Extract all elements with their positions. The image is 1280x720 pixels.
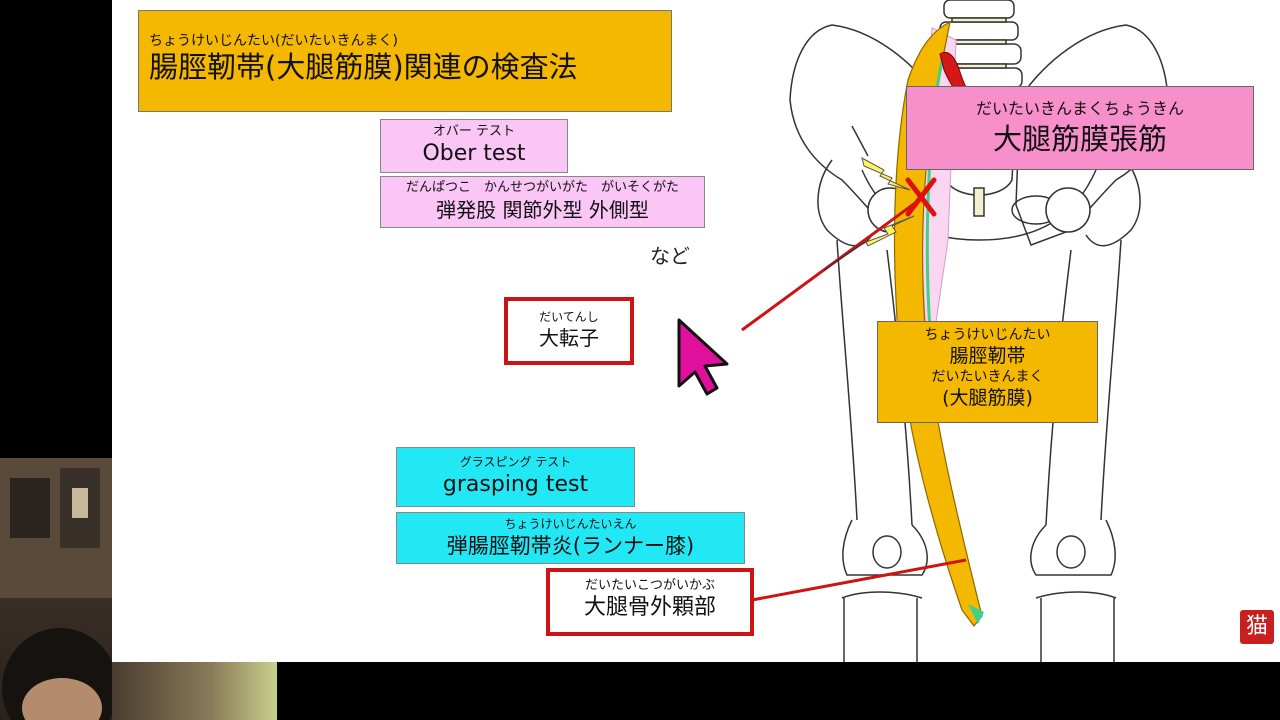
itb-label: 腸脛靭帯 [949,345,1026,367]
slide: ちょうけいじんたい(だいたいきんまく) 腸脛靭帯(大腿筋膜)関連の検査法 オバー… [112,0,1280,662]
snapping-hip-label: 弾発股 関節外型 外側型 [436,198,649,222]
lateral-condyle-ruby: だいたいこつがいかぶ [584,578,715,593]
ober-test-box: オバー テスト Ober test [380,119,568,173]
ober-test-ruby: オバー テスト [432,124,516,139]
pointer-cursor-icon [677,318,729,396]
itb-label-box: ちょうけいじんたい 腸脛靭帯 だいたいきんまく (大腿筋膜) [877,321,1098,423]
itb-insertion [968,604,984,624]
itb-ruby: ちょうけいじんたい [924,327,1051,343]
condyle-pointer-line [751,558,967,602]
lateral-condyle-box: だいたいこつがいかぶ 大腿骨外顆部 [546,568,754,636]
right-femur [1030,159,1141,662]
ober-test-label: Ober test [422,141,526,166]
iliotibial-band [893,20,983,627]
webcam-video-overlay [0,458,112,720]
tfl-label-box: だいたいきんまくちょうきん 大腿筋膜張筋 [906,86,1254,170]
indicator-line [851,125,869,157]
webcam-person-silhouette [0,458,112,720]
lateral-condyle-label: 大腿骨外顆部 [583,595,716,620]
greater-trochanter-label: 大転子 [539,326,599,350]
indicator-line [823,243,863,271]
red-x-mark-icon [905,177,937,217]
slide-title-box: ちょうけいじんたい(だいたいきんまく) 腸脛靭帯(大腿筋膜)関連の検査法 [138,10,672,112]
greater-trochanter-box: だいてんし 大転子 [504,297,634,365]
greater-trochanter-ruby: だいてんし [539,310,599,324]
tfl-ruby: だいたいきんまくちょうきん [975,99,1184,118]
logo-stamp: 猫 [1240,610,1274,644]
fascia-lata-ruby: だいたいきんまく [931,369,1044,385]
fascia-lata-label: (大腿筋膜) [942,387,1033,409]
runner-knee-ruby: ちょうけいじんたいえん [504,517,637,531]
title-ruby: ちょうけいじんたい(だいたいきんまく) [149,33,398,49]
snapping-hip-box: だんぱつこ かんせつがいがた がいそくがた 弾発股 関節外型 外側型 [380,176,705,228]
page-title: 腸脛靭帯(大腿筋膜)関連の検査法 [149,50,578,84]
runner-knee-box: ちょうけいじんたいえん 弾腸脛靭帯炎(ランナー膝) [396,512,745,564]
grasping-test-ruby: グラスピング テスト [459,455,572,469]
grasping-test-box: グラスピング テスト grasping test [396,447,635,507]
pelvis-leg-anatomy-illustration [741,0,1169,662]
runner-knee-label: 弾腸脛靭帯炎(ランナー膝) [446,534,695,558]
tfl-label: 大腿筋膜張筋 [992,122,1167,156]
webcam-video-overlay-secondary [112,662,277,720]
lightning-icon [861,157,915,247]
etc-label: など [650,244,690,268]
snapping-hip-ruby: だんぱつこ かんせつがいがた がいそくがた [405,180,679,195]
grasping-test-label: grasping test [442,472,589,497]
